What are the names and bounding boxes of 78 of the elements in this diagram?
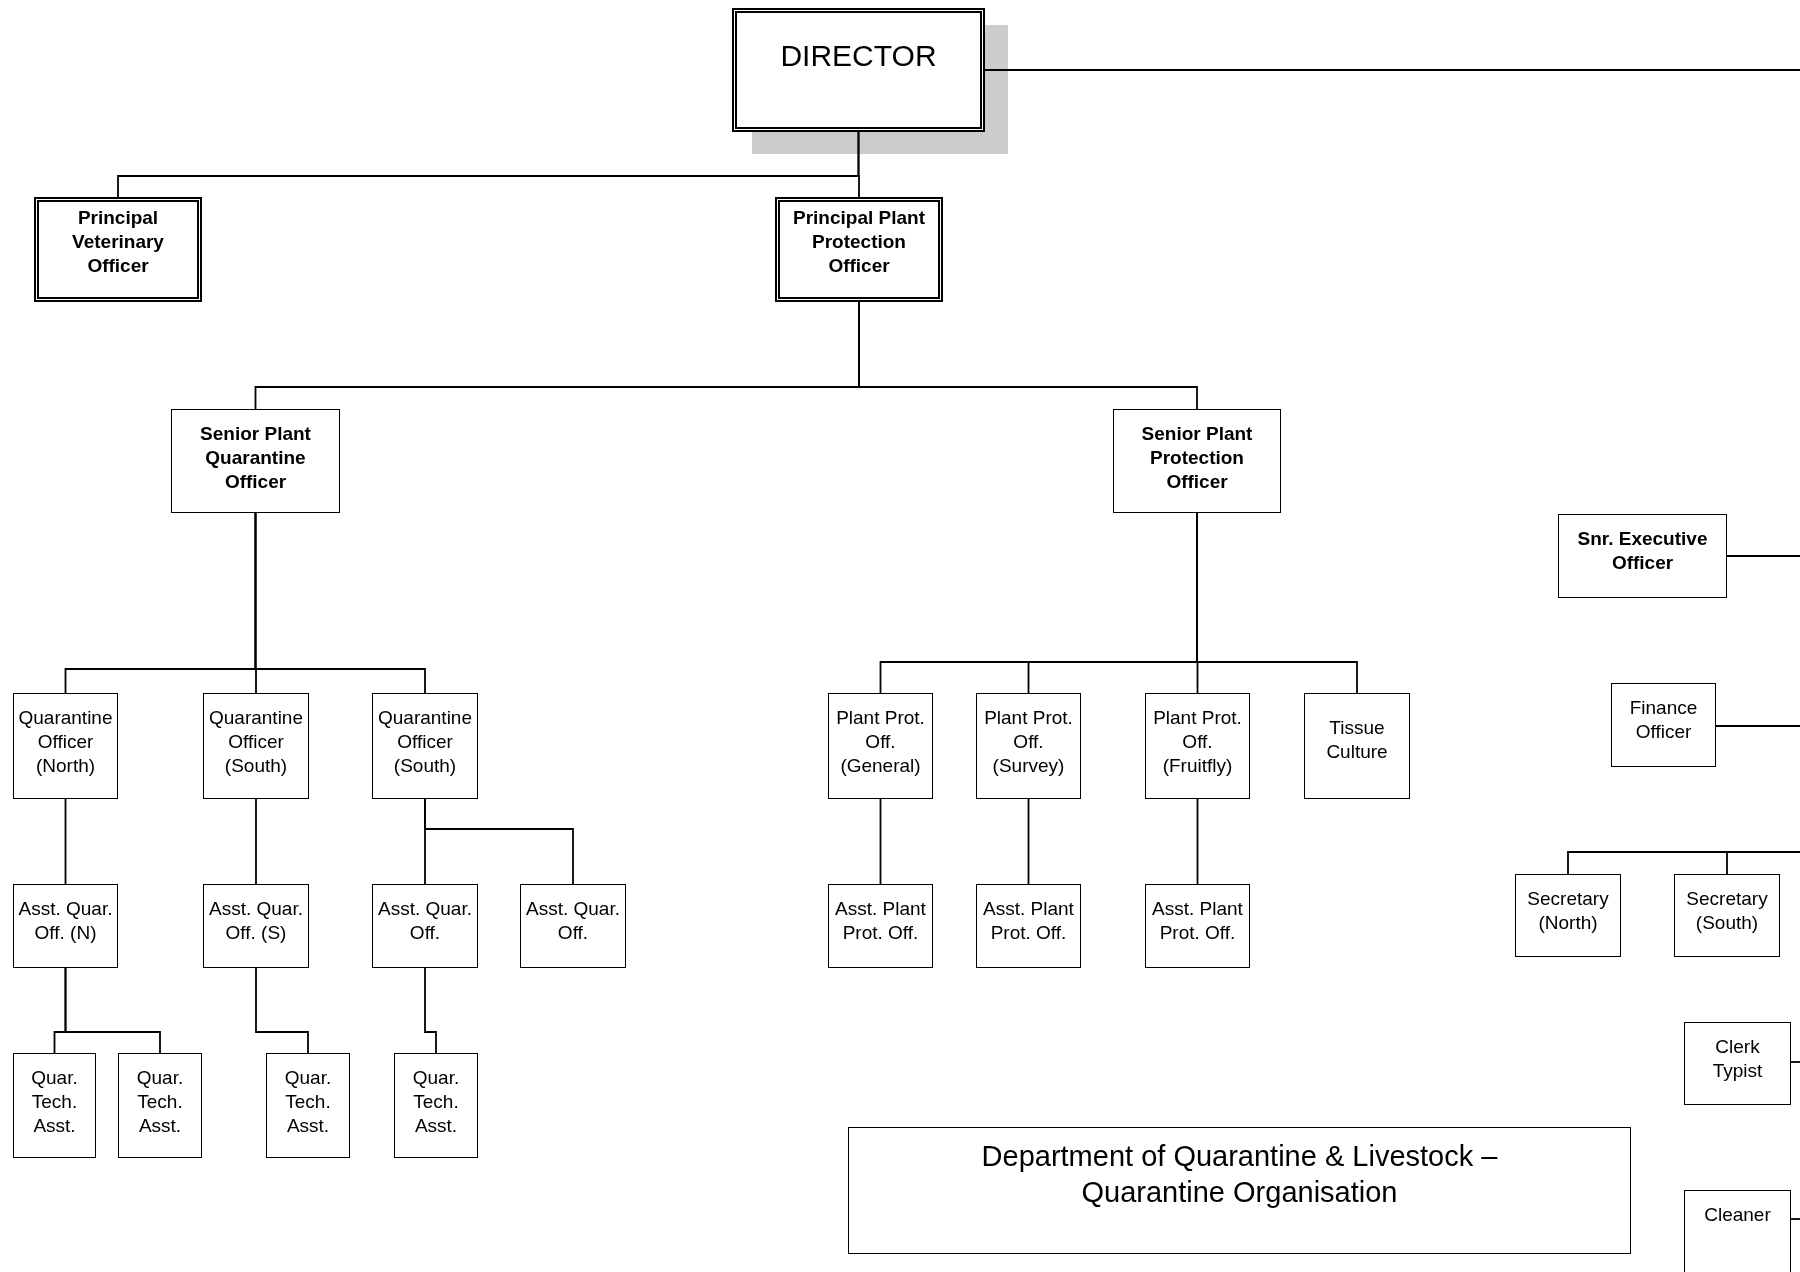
position-title: Asst. Plant Prot. Off. [834,897,927,945]
position-box [828,884,933,968]
connector-line [255,967,309,1054]
position-box [976,693,1081,799]
position-title: Asst. Plant Prot. Off. [1151,897,1244,945]
position-box [394,1053,478,1158]
position-title: Plant Prot. Off. (Fruitfly) [1152,706,1243,778]
position-box [520,884,626,968]
position-box [203,884,309,968]
position-box [1304,693,1410,799]
connector-line [64,967,161,1054]
connector-line [424,798,574,885]
position-box [828,693,933,799]
position-box [372,693,478,799]
position-box [13,693,118,799]
position-box [1674,874,1780,957]
position-box [1611,683,1716,767]
position-title: Quar. Tech. Asst. [135,1066,185,1138]
position-box [1684,1022,1791,1105]
position-title: Plant Prot. Off. (General) [835,706,926,778]
position-box [266,1053,350,1158]
position-title: Snr. Executive Officer [1576,527,1709,575]
position-box [775,197,943,302]
connector-line [879,798,882,885]
position-title: Secretary (South) [1685,887,1769,935]
position-box [13,884,118,968]
position-box [13,1053,96,1158]
position-title: Asst. Quar. Off. [525,897,621,945]
connector-line [1790,1218,1800,1220]
position-title: Principal Veterinary Officer [71,206,165,278]
position-title: Asst. Quar. Off. (N) [18,897,113,945]
position-title: Asst. Quar. Off. [377,897,473,945]
connector-line [858,301,1198,410]
position-box [34,197,202,302]
connector-line [424,967,437,1054]
position-title: Clerk Typist [1711,1035,1764,1083]
position-box [1145,884,1250,968]
position-box [1145,693,1250,799]
connector-line [254,512,426,694]
connector-line [857,131,860,198]
position-title: Secretary (North) [1526,887,1610,935]
position-box [976,884,1081,968]
position-title: Asst. Quar. Off. (S) [208,897,304,945]
position-box [203,693,309,799]
diagram-title: Department of Quarantine & Livestock – Quarantine Organisation [980,1139,1499,1210]
position-box [118,1053,202,1158]
connector-line [1196,512,1358,694]
position-box [1113,409,1281,513]
connector-line [1726,851,1800,875]
position-box [1515,874,1621,957]
position-title: Quar. Tech. Asst. [283,1066,333,1138]
connector-line [1715,725,1800,727]
connector-line [64,798,67,885]
position-title: Quar. Tech. Asst. [30,1066,79,1138]
position-title: Senior Plant Quarantine Officer [199,422,312,494]
position-title: Quarantine Officer (South) [208,706,304,778]
connector-line [1726,555,1800,557]
position-title: Tissue Culture [1325,716,1389,764]
position-title: Quarantine Officer (North) [18,706,113,778]
connector-line [984,69,1800,71]
position-title: DIRECTOR [780,39,937,73]
position-box [1684,1190,1791,1272]
position-box [1558,514,1727,598]
position-box [171,409,340,513]
position-title: Principal Plant Protection Officer [792,206,926,278]
position-box [732,8,985,132]
position-title: Plant Prot. Off. (Survey) [983,706,1074,778]
position-title: Finance Officer [1628,696,1699,744]
connector-line [255,798,257,885]
position-box [372,884,478,968]
position-title: Asst. Plant Prot. Off. [982,897,1075,945]
connector-line [1196,798,1199,885]
position-title: Quarantine Officer (South) [377,706,473,778]
connector-line [1790,1061,1800,1063]
position-title: Cleaner [1704,1203,1771,1227]
connector-line [1027,798,1030,885]
position-title: Senior Plant Protection Officer [1140,422,1254,494]
position-title: Quar. Tech. Asst. [411,1066,461,1138]
